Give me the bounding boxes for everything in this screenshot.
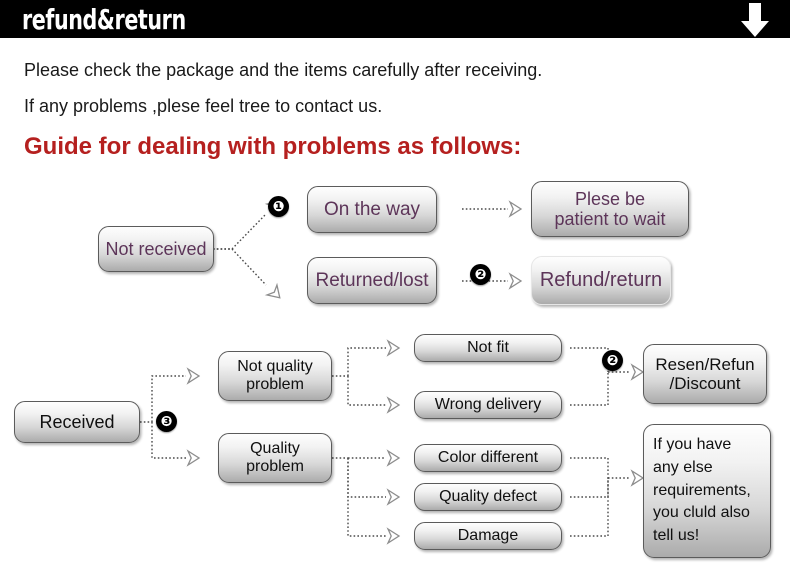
node-quality-defect[interactable]: Quality defect <box>414 483 562 511</box>
node-damage[interactable]: Damage <box>414 522 562 550</box>
intro-line-2: If any problems ,plese feel tree to cont… <box>24 96 383 116</box>
node-not-fit[interactable]: Not fit <box>414 334 562 362</box>
page-header: refund&return <box>0 0 790 38</box>
node-refund-return[interactable]: Refund/return <box>531 256 671 305</box>
intro-line-1: Please check the package and the items c… <box>24 60 543 80</box>
node-returned-lost[interactable]: Returned/lost <box>307 257 437 304</box>
node-plese-be-patient[interactable]: Plese be patient to wait <box>531 181 689 237</box>
page-title: refund&return <box>22 3 186 36</box>
node-any-else-requirements[interactable]: If you have any else requirements, you c… <box>643 424 771 558</box>
guide-heading: Guide for dealing with problems as follo… <box>24 133 522 160</box>
badge-3: ❸ <box>156 411 177 432</box>
badge-2-section2: ❷ <box>602 350 623 371</box>
badge-1: ❶ <box>268 196 289 217</box>
node-quality-problem[interactable]: Quality problem <box>218 433 332 483</box>
badge-2-section1: ❷ <box>470 264 491 285</box>
node-received[interactable]: Received <box>14 401 140 443</box>
node-wrong-delivery[interactable]: Wrong delivery <box>414 391 562 419</box>
node-resend-refund-discount[interactable]: Resen/Refun /Discount <box>643 344 767 404</box>
node-color-different[interactable]: Color different <box>414 444 562 472</box>
arrow-down-icon <box>741 3 769 37</box>
node-not-received[interactable]: Not received <box>98 226 214 272</box>
node-not-quality-problem[interactable]: Not quality problem <box>218 351 332 401</box>
node-on-the-way[interactable]: On the way <box>307 186 437 233</box>
